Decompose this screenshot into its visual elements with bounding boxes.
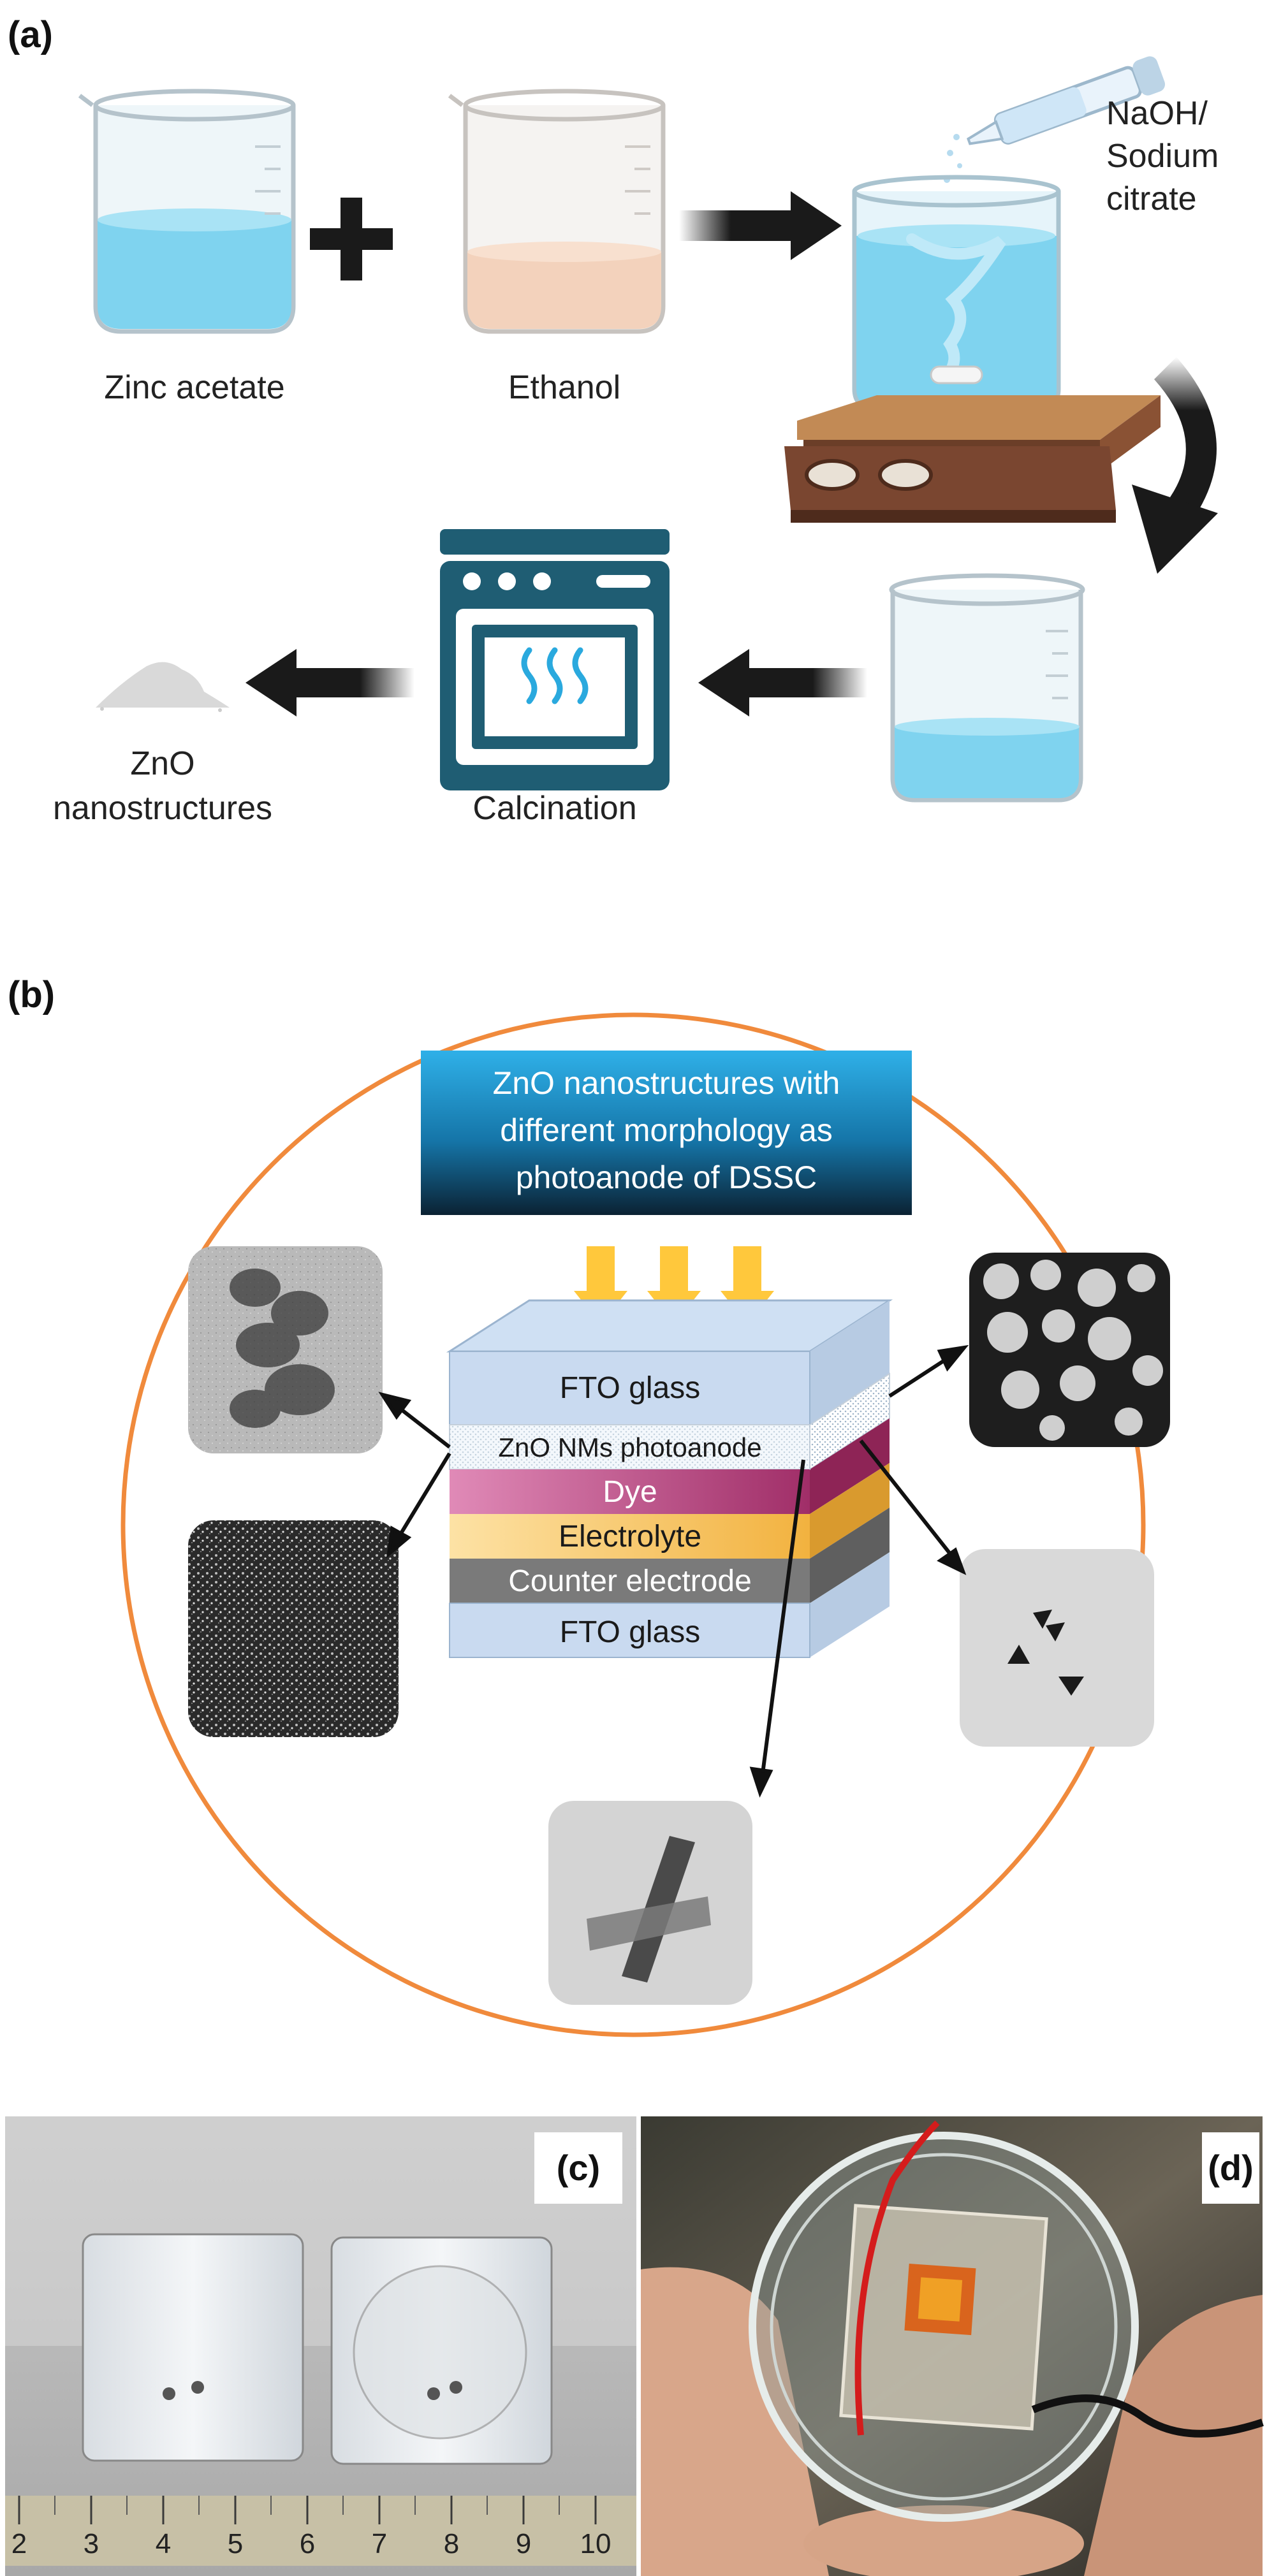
beaker2-label: Ethanol — [508, 369, 620, 406]
micrograph-bottom-right — [960, 1549, 1154, 1747]
layer-fto-top — [449, 1351, 810, 1425]
micrograph-bottom-left — [188, 1520, 399, 1737]
product-label-line2: nanostructures — [53, 790, 272, 827]
powder-pile-icon — [96, 662, 230, 712]
ruler-number: 7 — [372, 2528, 387, 2559]
micrograph-bottom-center — [548, 1801, 752, 2005]
beaker-zinc-acetate — [78, 89, 296, 334]
photo-d — [641, 2116, 1264, 2576]
dssc-stack — [446, 1299, 893, 1658]
panel-b-label: (b) — [8, 974, 55, 1015]
layer-label-zno: ZnO NMs photoanode — [498, 1432, 761, 1462]
layer-electrolyte — [450, 1514, 810, 1559]
beaker1-label: Zinc acetate — [104, 369, 284, 406]
ruler-number: 10 — [580, 2528, 612, 2559]
ruler-number: 8 — [444, 2528, 459, 2559]
oven-label: Calcination — [472, 790, 636, 827]
plus-icon — [310, 198, 393, 280]
layer-label-fto-bottom: FTO glass — [560, 1615, 701, 1649]
ruler-number: 9 — [516, 2528, 531, 2559]
beaker-result — [889, 573, 1085, 803]
panel-a-label: (a) — [8, 14, 53, 55]
arrow-to-oven — [698, 649, 867, 717]
layer-label-counter: Counter electrode — [508, 1564, 752, 1598]
hotplate-icon — [784, 395, 1161, 523]
reagent-label-line1: NaOH/ — [1106, 95, 1208, 132]
curved-arrow — [1132, 357, 1218, 574]
photo-c — [5, 2116, 636, 2576]
pointer-arrows — [378, 1344, 969, 1798]
micrograph-top-right — [969, 1253, 1170, 1447]
panel-c-label: (c) — [557, 2148, 600, 2188]
ruler-number: 3 — [84, 2528, 99, 2559]
title-box — [421, 1051, 912, 1215]
layer-label-fto-top: FTO glass — [560, 1371, 701, 1405]
beaker-ethanol — [448, 89, 666, 334]
red-wire — [854, 2120, 940, 2436]
ruler-numbers: 2 3 4 5 6 7 8 9 10 — [11, 2528, 612, 2559]
ruler-number: 6 — [300, 2528, 315, 2559]
pipette-icon — [941, 56, 1166, 207]
beaker-stirring — [852, 175, 1061, 411]
product-label-line1: ZnO — [130, 745, 194, 782]
layer-label-electrolyte: Electrolyte — [559, 1520, 701, 1554]
arrow-mix — [679, 191, 842, 260]
ruler-number: 5 — [228, 2528, 243, 2559]
arrow-to-product — [245, 649, 414, 717]
layer-counter — [450, 1559, 810, 1603]
reagent-label-line3: citrate — [1106, 180, 1197, 217]
black-wire — [1031, 2394, 1264, 2438]
glass-slide-left — [82, 2233, 304, 2462]
micrograph-top-left — [188, 1246, 383, 1453]
layer-fto-bottom — [449, 1603, 810, 1658]
ruler-number: 4 — [156, 2528, 171, 2559]
ruler-number: 2 — [11, 2528, 27, 2559]
ruler — [5, 2496, 636, 2566]
title-line2: different morphology as — [500, 1112, 833, 1148]
title-line3: photoanode of DSSC — [516, 1160, 817, 1195]
glass-slide-right — [330, 2236, 553, 2465]
layer-label-dye: Dye — [603, 1475, 657, 1509]
panel-d-label: (d) — [1208, 2148, 1254, 2188]
reagent-label-line2: Sodium — [1106, 138, 1219, 175]
oven-icon — [440, 529, 670, 790]
layer-dye — [450, 1469, 810, 1514]
title-line1: ZnO nanostructures with — [493, 1065, 840, 1101]
